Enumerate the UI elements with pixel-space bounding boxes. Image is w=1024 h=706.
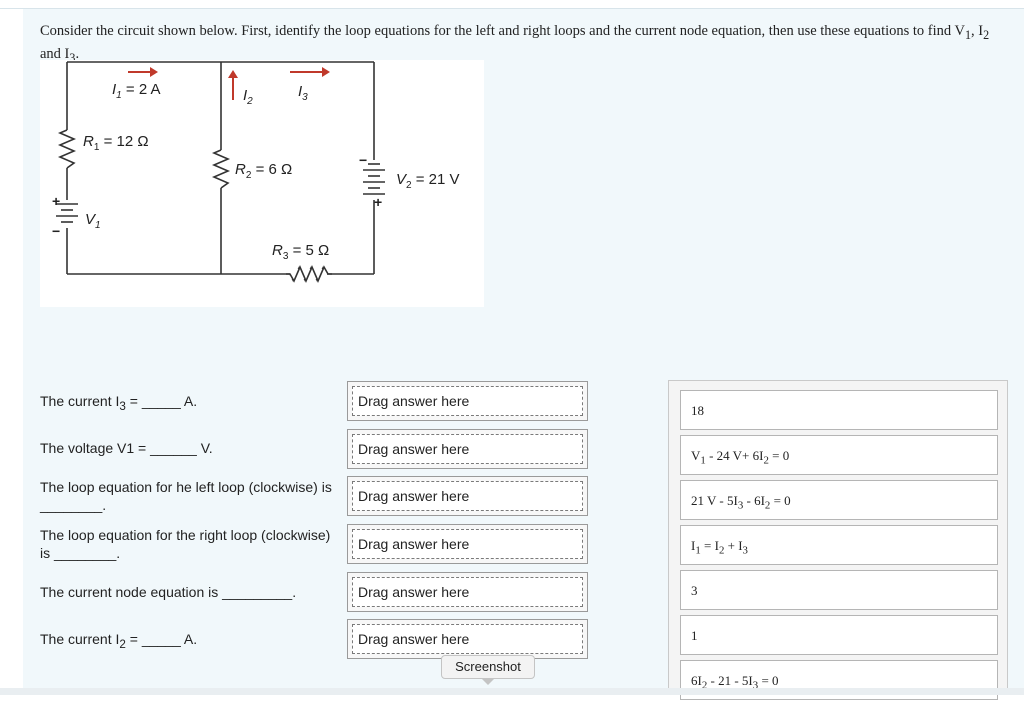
answer-tile[interactable]: V1 - 24 V+ 6I2 = 0	[680, 435, 998, 475]
i2-label: I2	[243, 87, 253, 107]
i3-label: I3	[298, 83, 308, 103]
r2-resistor	[211, 149, 231, 189]
v1-label: V1	[85, 211, 101, 231]
screenshot-tooltip: Screenshot	[441, 655, 535, 679]
v1-battery	[56, 203, 78, 223]
drop-zone-right-loop[interactable]: Drag answer here	[347, 524, 588, 564]
prompt-left-loop: The loop equation for he left loop (cloc…	[40, 479, 332, 513]
i3-arrow	[290, 67, 330, 77]
top-strip	[0, 0, 1024, 9]
r1-label: R1 = 12 Ω	[83, 133, 149, 153]
drop-zone-left-loop[interactable]: Drag answer here	[347, 476, 588, 516]
drop-zone-i3[interactable]: Drag answer here	[347, 381, 588, 421]
tooltip-arrow	[481, 678, 495, 685]
r3-label: R3 = 5 Ω	[272, 242, 329, 262]
prompt-current-i2: The current I2 = _____ A.	[40, 631, 198, 651]
r2-label: R2 = 6 Ω	[235, 161, 292, 181]
answer-tile[interactable]: 18	[680, 390, 998, 430]
circuit-wires	[66, 61, 375, 275]
prompt-voltage-v1: The voltage V1 = ______ V.	[40, 440, 213, 456]
question-text: Consider the circuit shown below. First,…	[40, 23, 990, 65]
answer-tile[interactable]: 21 V - 5I3 - 6I2 = 0	[680, 480, 998, 520]
v2-minus-sign: −	[359, 152, 367, 168]
i2-arrow	[228, 70, 238, 100]
i1-arrow	[128, 67, 158, 77]
v2-plus-sign: +	[374, 194, 382, 210]
r1-resistor	[57, 129, 77, 169]
prompt-node-equation: The current node equation is _________.	[40, 584, 297, 600]
answer-tile[interactable]: 3	[680, 570, 998, 610]
prompt-current-i3: The current I3 = _____ A.	[40, 393, 198, 413]
circuit-diagram: I1 = 2 A I2 I3 R1 = 12 Ω R2 = 6 Ω R3 = 5…	[40, 60, 484, 307]
answer-tile[interactable]: 1	[680, 615, 998, 655]
answer-tile[interactable]: I1 = I2 + I3	[680, 525, 998, 565]
i1-label: I1 = 2 A	[112, 81, 161, 101]
drop-zone-v1[interactable]: Drag answer here	[347, 429, 588, 469]
v2-label: V2 = 21 V	[396, 171, 460, 191]
v1-plus-sign: +	[52, 193, 60, 209]
bottom-bar	[0, 688, 1024, 695]
prompt-right-loop: The loop equation for the right loop (cl…	[40, 527, 331, 561]
v1-minus-sign: −	[52, 223, 60, 239]
v2-battery	[363, 163, 385, 195]
drop-zone-i2[interactable]: Drag answer here	[347, 619, 588, 659]
drop-zone-node-equation[interactable]: Drag answer here	[347, 572, 588, 612]
